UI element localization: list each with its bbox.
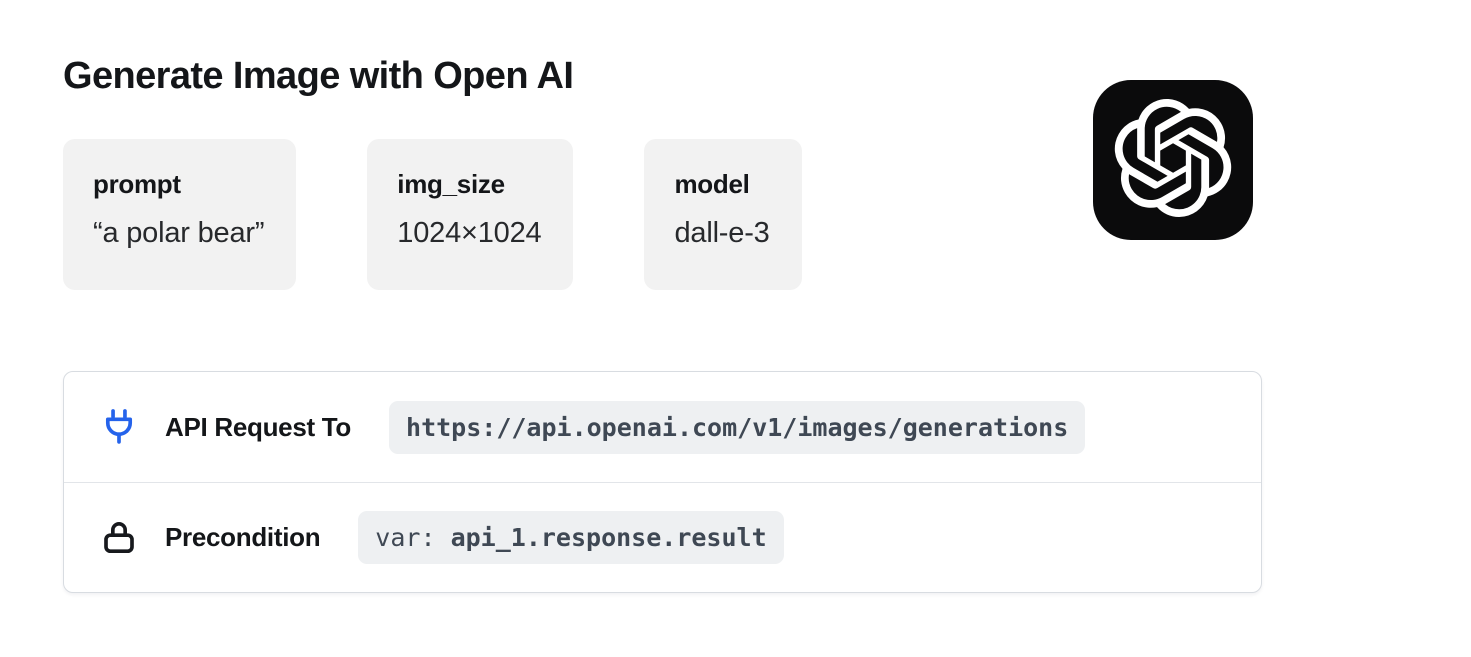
param-name: img_size — [397, 169, 505, 199]
precondition-row: Precondition var: api_1.response.result — [64, 482, 1261, 592]
precondition-label: Precondition — [165, 522, 321, 552]
plug-icon — [98, 406, 140, 448]
api-request-label: API Request To — [165, 411, 352, 442]
var-prefix: var: — [375, 523, 451, 552]
precondition-chip[interactable]: var: api_1.response.result — [358, 511, 784, 564]
openai-icon — [1114, 98, 1232, 222]
param-value: “a polar bear” — [93, 217, 265, 249]
param-name: model — [674, 169, 750, 199]
param-value: 1024×1024 — [397, 217, 542, 249]
var-path: api_1.response.result — [450, 523, 767, 552]
api-step-card: API Request To https://api.openai.com/v1… — [63, 371, 1262, 593]
page-title: Generate Image with Open AI — [63, 55, 574, 97]
api-request-row: API Request To https://api.openai.com/v1… — [64, 372, 1261, 482]
api-url-chip[interactable]: https://api.openai.com/v1/images/generat… — [389, 400, 1086, 454]
param-card-model[interactable]: model dall-e-3 — [644, 139, 802, 290]
param-name: prompt — [93, 169, 181, 199]
parameter-cards: prompt “a polar bear” img_size 1024×1024… — [63, 139, 802, 290]
lock-icon — [98, 517, 140, 559]
api-url: https://api.openai.com/v1/images/generat… — [406, 412, 1069, 442]
param-card-img-size[interactable]: img_size 1024×1024 — [367, 139, 574, 290]
openai-logo — [1093, 80, 1253, 240]
param-value: dall-e-3 — [674, 217, 770, 249]
param-card-prompt[interactable]: prompt “a polar bear” — [63, 139, 297, 290]
